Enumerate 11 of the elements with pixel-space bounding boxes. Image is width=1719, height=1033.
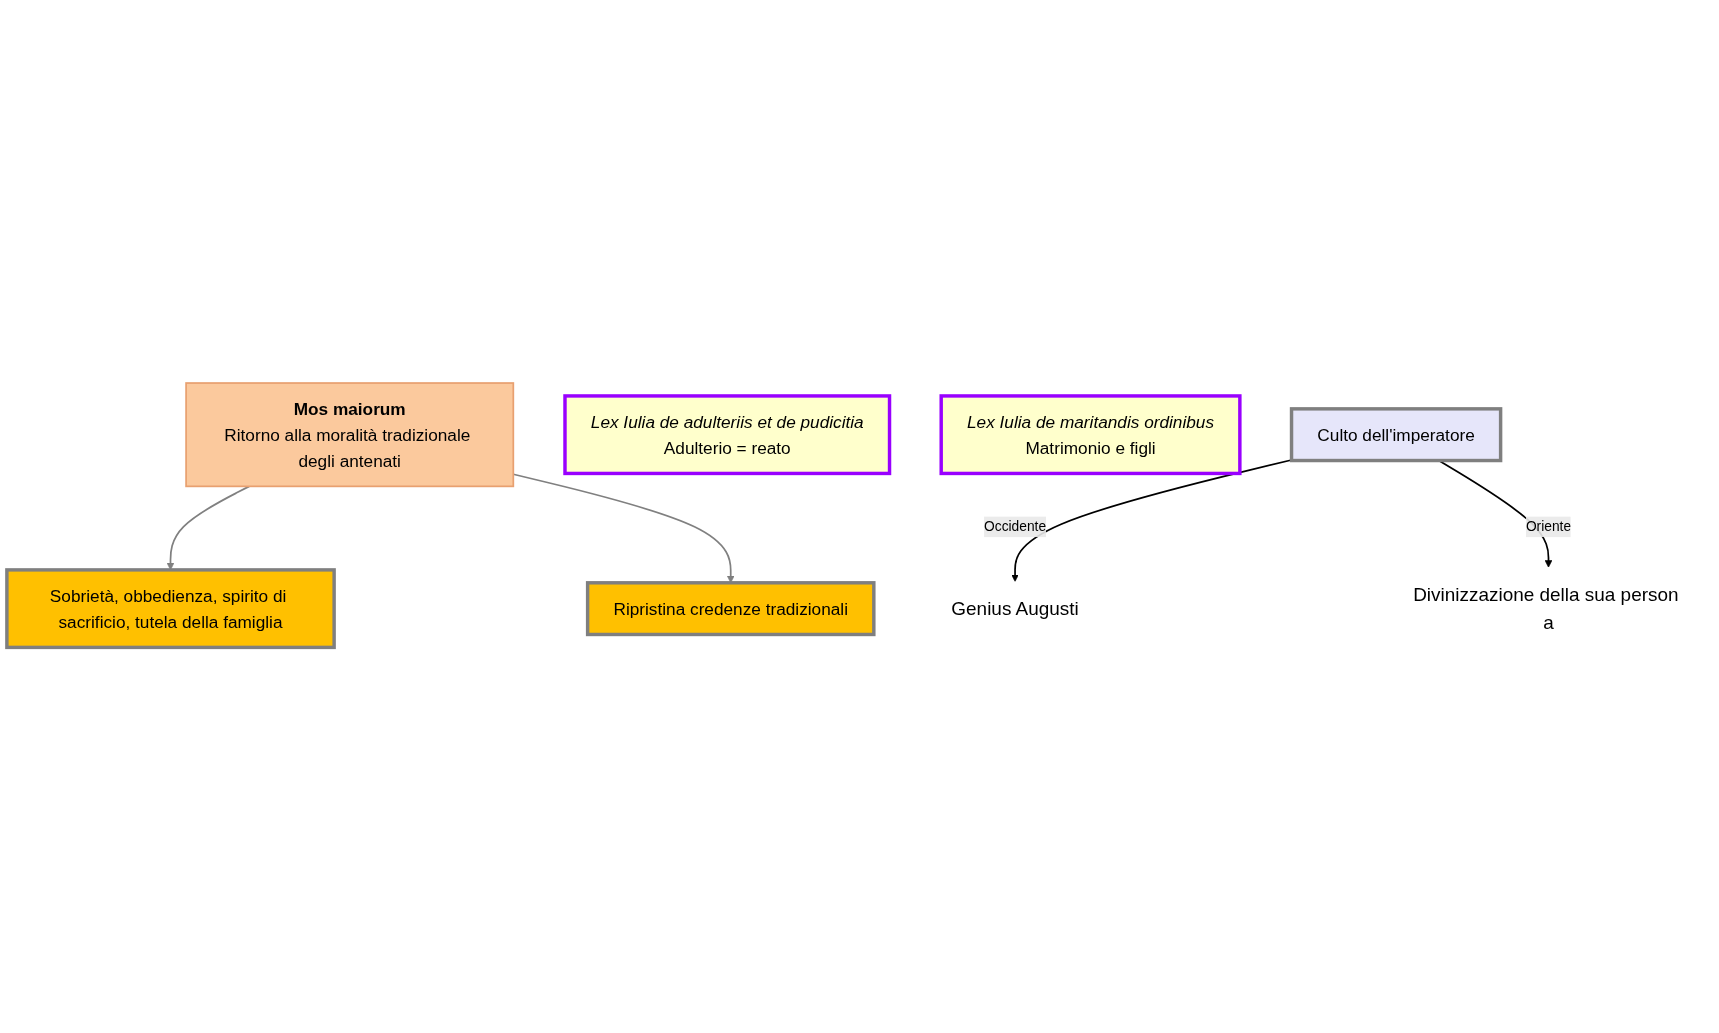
node-box: Lex Iulia de maritandis ordinibus Matrimonio e figli: [939, 394, 1242, 476]
node-box: Sobrietà, obbedienza, spirito di sacrificio, tutela della famiglia: [5, 568, 336, 650]
edge-label: Oriente: [1525, 519, 1572, 534]
arrow: [1011, 459, 1293, 582]
node-box: Mos maiorum Ritorno alla moralità tradizionale degli antenati: [185, 382, 515, 488]
node-box: Lex Iulia de adulteriis et de pudicitia Adulterio = reato: [563, 394, 892, 476]
node-box: Culto dell'imperatore: [1289, 407, 1503, 463]
node-text: Genius Augusti: [951, 597, 1079, 620]
node-box: Ripristina credenze tradizionali: [585, 581, 876, 637]
edge-label: Occidente: [984, 519, 1047, 534]
node-text: Divinizzazione della sua person a: [1413, 583, 1679, 634]
